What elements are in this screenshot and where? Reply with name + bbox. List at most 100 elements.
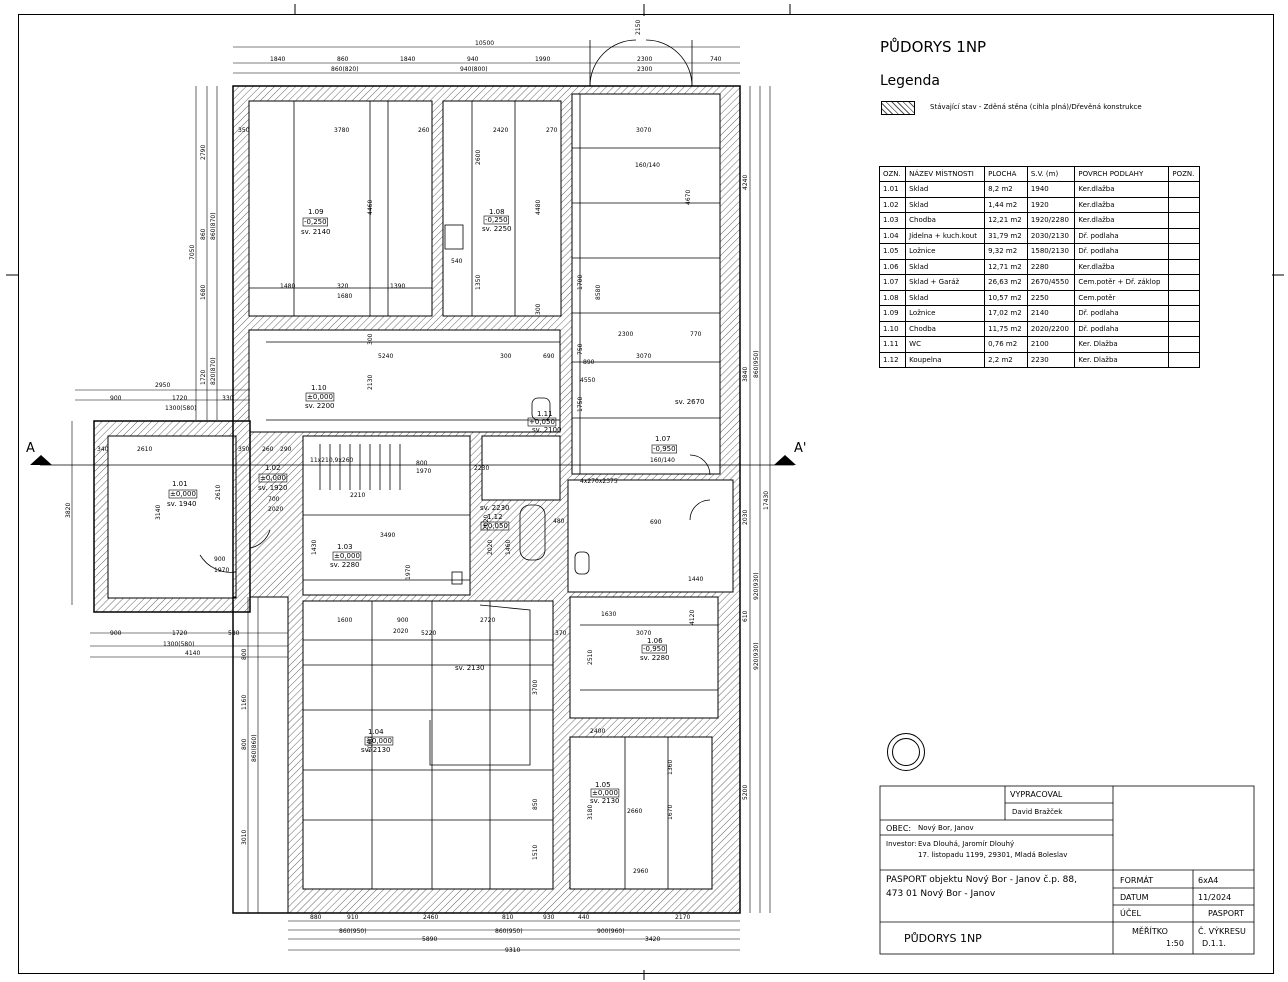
svg-text:2960: 2960: [633, 868, 648, 875]
title-block-lines: [879, 785, 1255, 955]
svg-text:7050: 7050: [189, 245, 196, 260]
table-cell: [1168, 181, 1200, 198]
svg-text:5240: 5240: [378, 353, 393, 360]
table-cell: Sklad: [905, 258, 986, 275]
section-mark-right: A': [794, 441, 806, 456]
table-cell: Cem.potěr + Dř. záklop: [1074, 274, 1170, 291]
walls: [93, 85, 741, 914]
table-cell: 1.01: [878, 181, 907, 198]
svg-text:820(870): 820(870): [210, 357, 217, 385]
table-cell: 1580/2130: [1026, 243, 1076, 260]
table-cell: Sklad: [905, 196, 986, 213]
svg-text:340: 340: [97, 446, 109, 453]
svg-text:2300: 2300: [637, 66, 652, 73]
svg-text:2300: 2300: [618, 331, 633, 338]
ucel-value: PASPORT: [1208, 909, 1244, 918]
svg-text:540: 540: [451, 258, 463, 265]
level-box: [651, 444, 677, 454]
table-cell: 2280: [1026, 258, 1076, 275]
svg-text:350: 350: [238, 127, 250, 134]
room-label-sv: sv. 2200: [305, 402, 335, 410]
column-header: POVRCH PODLAHY: [1074, 166, 1170, 182]
frame-ticks: [6, 4, 1284, 980]
table-cell: 2030/2130: [1026, 227, 1076, 244]
svg-text:2610: 2610: [215, 485, 222, 500]
level-box: [590, 788, 620, 798]
table-cell: 1.09: [878, 305, 907, 322]
table-cell: 2670/4550: [1026, 274, 1076, 291]
level-box: [258, 473, 288, 483]
format-value: 6xA4: [1198, 876, 1219, 885]
table-cell: Dř. podlaha: [1074, 320, 1170, 337]
svg-text:1480: 1480: [280, 283, 295, 290]
svg-text:260: 260: [418, 127, 430, 134]
svg-text:3070: 3070: [636, 127, 651, 134]
svg-text:440: 440: [578, 914, 590, 921]
table-cell: Ložnice: [905, 243, 986, 260]
interior-lines: [249, 94, 720, 889]
svg-text:3840: 3840: [742, 367, 749, 382]
room-label-id: 1.04: [368, 728, 384, 736]
svg-text:700: 700: [268, 496, 280, 503]
svg-text:160/140: 160/140: [635, 162, 660, 169]
room-label-level: ±0,000: [170, 490, 196, 498]
svg-text:2720: 2720: [480, 617, 495, 624]
svg-text:3070: 3070: [636, 630, 651, 637]
svg-text:5220: 5220: [421, 630, 436, 637]
svg-text:350: 350: [238, 446, 250, 453]
svg-text:4120: 4120: [689, 610, 696, 625]
svg-text:9310: 9310: [505, 947, 520, 954]
section-mark-left: A: [26, 441, 35, 456]
level-box: [302, 217, 328, 227]
table-cell: [1168, 305, 1200, 322]
svg-text:3420: 3420: [645, 936, 660, 943]
svg-text:300: 300: [500, 353, 512, 360]
svg-text:sv. 2130: sv. 2130: [455, 664, 485, 672]
table-cell: 2140: [1026, 305, 1076, 322]
north-arrow-inner: [892, 738, 920, 766]
svg-text:1720: 1720: [172, 395, 187, 402]
svg-text:3820: 3820: [65, 503, 72, 518]
rooms-table-header: OZN. NÁZEV MÍSTNOSTI PLOCHA S.V. (m) POV…: [878, 166, 1200, 182]
investor-label: Investor:: [886, 840, 917, 848]
svg-text:4240: 4240: [742, 175, 749, 190]
svg-text:1630: 1630: [601, 611, 616, 618]
svg-text:17430: 17430: [763, 491, 770, 510]
svg-text:3700: 3700: [532, 680, 539, 695]
cislo-vykresu-label: Č. VÝKRESU: [1198, 927, 1246, 936]
room-label-level: ±0,000: [334, 552, 360, 560]
svg-text:4670: 4670: [685, 190, 692, 205]
format-label: FORMÁT: [1120, 876, 1154, 885]
svg-text:860: 860: [200, 228, 207, 240]
room-label-id: 1.03: [337, 543, 353, 551]
column-header: S.V. (m): [1026, 166, 1076, 182]
room-label-sv: sv. 2280: [330, 561, 360, 569]
svg-text:2020: 2020: [483, 515, 490, 530]
svg-text:300: 300: [535, 303, 542, 315]
svg-text:1510: 1510: [532, 845, 539, 860]
svg-text:1430: 1430: [311, 540, 318, 555]
svg-text:370: 370: [555, 630, 567, 637]
svg-text:2130: 2130: [367, 375, 374, 390]
svg-text:1970: 1970: [214, 567, 229, 574]
table-cell: 0,76 m2: [984, 336, 1028, 353]
table-cell: Ker. Dlažba: [1074, 336, 1170, 353]
svg-text:850: 850: [532, 798, 539, 810]
room-label-id: 1.11: [537, 410, 553, 418]
svg-text:1360: 1360: [667, 760, 674, 775]
svg-text:860(860): 860(860): [251, 734, 258, 762]
svg-text:10500: 10500: [475, 40, 494, 47]
svg-text:900: 900: [110, 395, 122, 402]
svg-text:300: 300: [367, 333, 374, 345]
table-cell: 1.05: [878, 243, 907, 260]
svg-text:3140: 3140: [155, 505, 162, 520]
room-label-level: +0,050: [482, 522, 508, 530]
section-marks: [30, 455, 796, 466]
meritko-label: MĚŘÍTKO: [1132, 927, 1168, 936]
svg-text:910: 910: [347, 914, 359, 921]
plan-annotations: sv. 2130: [455, 664, 485, 672]
table-cell: 31,79 m2: [984, 227, 1028, 244]
svg-text:810: 810: [502, 914, 514, 921]
